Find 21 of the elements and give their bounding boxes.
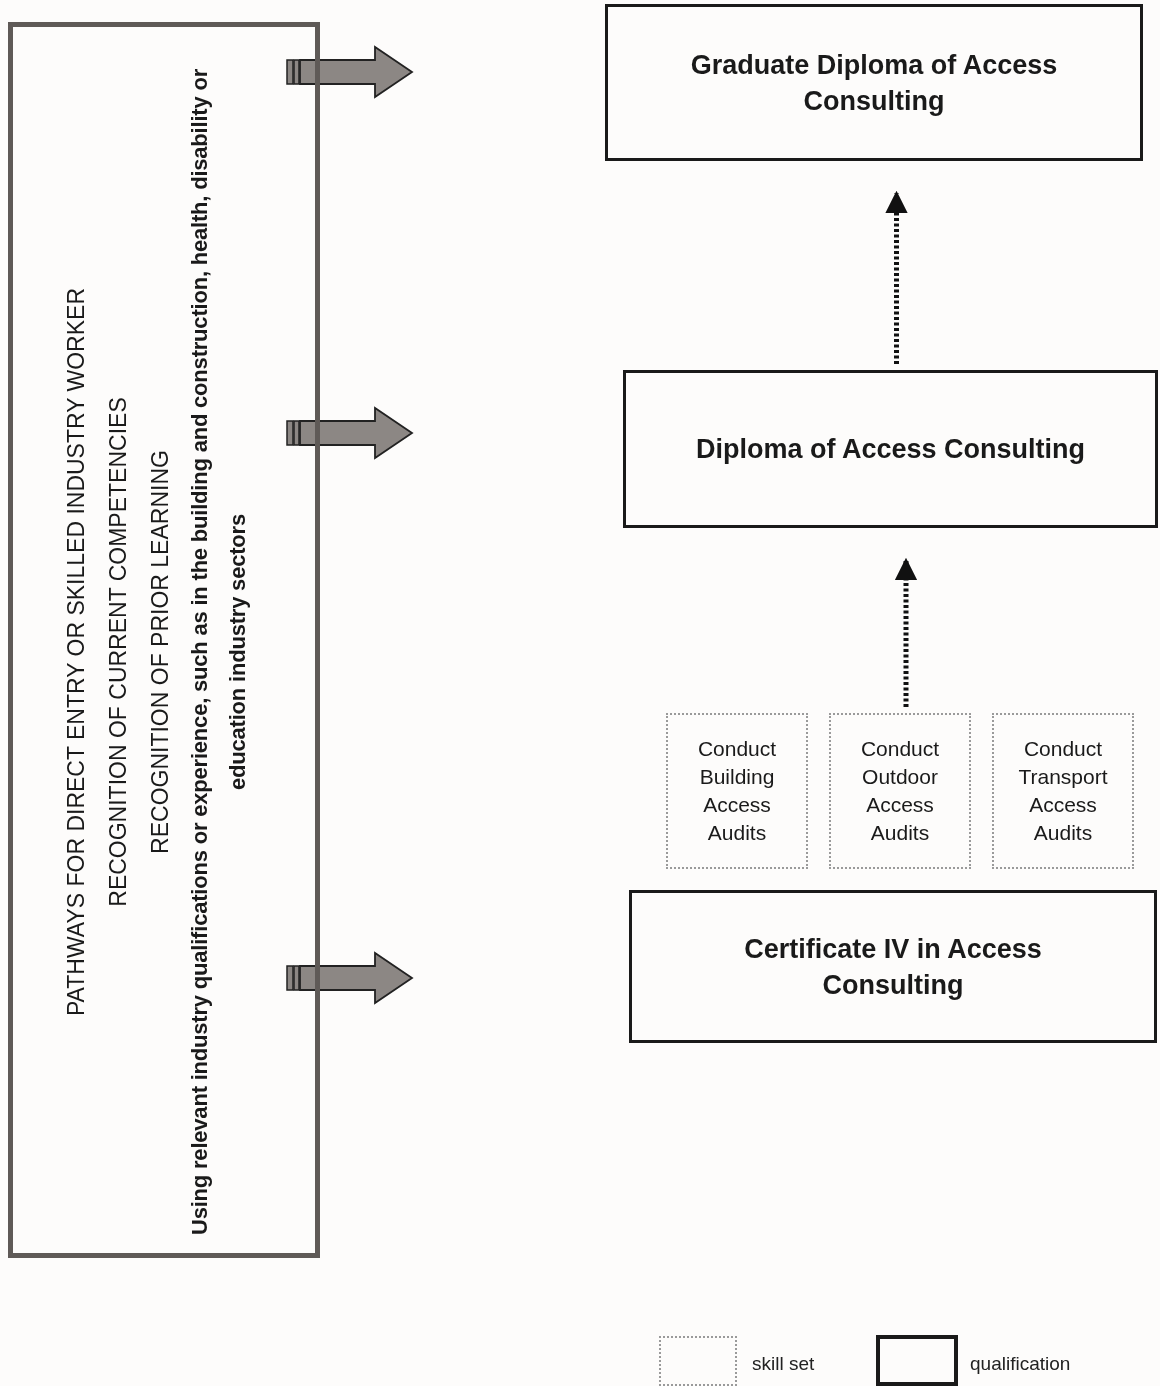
qualification-box — [623, 370, 1158, 528]
pathways-panel — [8, 22, 320, 1258]
pathway-heading: RECOGNITION OF PRIOR LEARNING — [146, 450, 174, 854]
node-label: Graduate Diploma of Access Consulting — [689, 48, 1059, 118]
legend-label: qualification — [970, 1353, 1071, 1375]
dotted-arrow — [894, 557, 918, 707]
skill-set-box — [992, 713, 1134, 869]
pathway-heading: PATHWAYS FOR DIRECT ENTRY OR SKILLED INDUSTRY WORKER — [62, 288, 90, 1016]
node-label: Conduct Building Access Audits — [696, 736, 778, 846]
qualification-box — [629, 890, 1157, 1043]
node-label: Certificate IV in Access Consulting — [743, 932, 1043, 1002]
node-label: Conduct Outdoor Access Audits — [859, 736, 941, 846]
pathway-note: Using relevant industry qualifications or experience, such as in the building and construction, health, disability or education industry sectors — [186, 68, 251, 1238]
node-label: Diploma of Access Consulting — [694, 433, 1087, 466]
pathway-heading: RECOGNITION OF CURRENT COMPETENCIES — [104, 397, 132, 907]
qualification-box — [605, 4, 1143, 161]
node-label: Conduct Transport Access Audits — [1017, 736, 1109, 846]
dotted-arrow — [885, 190, 908, 364]
legend-label: skill set — [752, 1353, 815, 1375]
skill-set-box — [829, 713, 971, 869]
skill-set-box — [666, 713, 808, 869]
